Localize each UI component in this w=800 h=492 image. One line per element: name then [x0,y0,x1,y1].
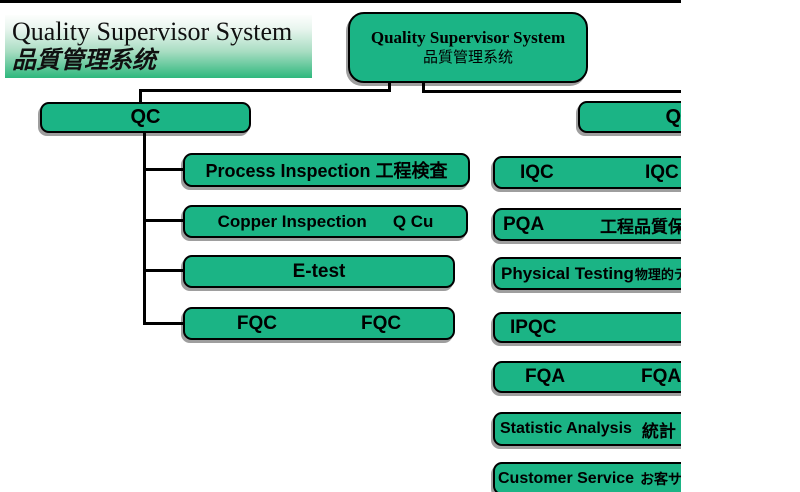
connector-horizontal-right [422,90,681,93]
node-customer-service: Customer Service お客サ [493,462,681,492]
node-process-inspection-label: Process Inspection 工程検査 [205,161,448,181]
node-physical-testing-label-en: Physical Testing [501,263,634,283]
node-fqa-code: FQA [641,366,681,387]
node-iqc-code: IQC [645,161,679,183]
node-iqc-label: IQC [520,161,554,183]
node-pqa-label-jp: 工程品質保 [600,217,681,236]
top-border-line [0,0,681,3]
connector-qc-spine [143,132,146,325]
node-fqa-label: FQA [525,366,566,387]
node-qc: QC [40,102,251,133]
connector-root-right-stub [422,81,425,92]
connector-down-to-qc [139,89,142,103]
node-e-test: E-test [183,255,455,288]
slide-area: Quality Supervisor System 品質管理系统 Quality… [0,0,681,492]
node-physical-testing-label-jp: 物理的テ [634,267,681,282]
connector-stub-e-test [143,269,183,272]
connector-stub-copper-inspection [143,219,183,222]
slide-title-jp: 品質管理系统 [12,48,156,74]
connector-stub-process-inspection [143,168,183,171]
connector-horizontal-left [139,89,391,92]
node-fqa: FQA FQA [493,361,681,393]
node-statistic-analysis-label-jp: 統計 [641,421,676,441]
root-node-title-jp: 品質管理系统 [422,50,513,66]
node-copper-inspection: Copper Inspection Q Cu [183,205,468,238]
node-qa: QA [578,101,681,133]
node-customer-service-label-jp: お客サ [640,470,681,487]
node-qa-label: QA [665,105,682,128]
node-statistic-analysis-label-en: Statistic Analysis [500,420,632,437]
node-qc-label: QC [130,106,161,128]
node-iqc: IQC IQC [493,156,681,189]
node-fqc-code: FQC [361,312,402,334]
node-physical-testing: Physical Testing 物理的テ [493,257,681,290]
node-copper-inspection-code: Q Cu [392,211,434,231]
root-node-title-en: Quality Supervisor System [370,28,566,47]
node-process-inspection: Process Inspection 工程検査 [183,153,470,187]
root-node-quality-supervisor-system: Quality Supervisor System 品質管理系统 [348,12,588,83]
node-ipqc-label: IPQC [510,316,557,338]
slide-title-banner: Quality Supervisor System 品質管理系统 [5,15,312,78]
node-e-test-label: E-test [292,260,346,282]
node-fqc-label: FQC [236,312,277,334]
node-pqa-label: PQA [503,213,545,235]
node-ipqc: IPQC [493,312,681,343]
node-fqc: FQC FQC [183,307,455,340]
connector-stub-fqc [143,322,183,325]
node-pqa: PQA 工程品質保 [493,208,681,241]
node-copper-inspection-label: Copper Inspection [217,211,367,231]
slide-title-en: Quality Supervisor System [12,17,293,46]
connector-root-left-stub [388,81,391,91]
node-customer-service-label-en: Customer Service [498,469,635,487]
node-statistic-analysis: Statistic Analysis 統計 [493,412,681,446]
